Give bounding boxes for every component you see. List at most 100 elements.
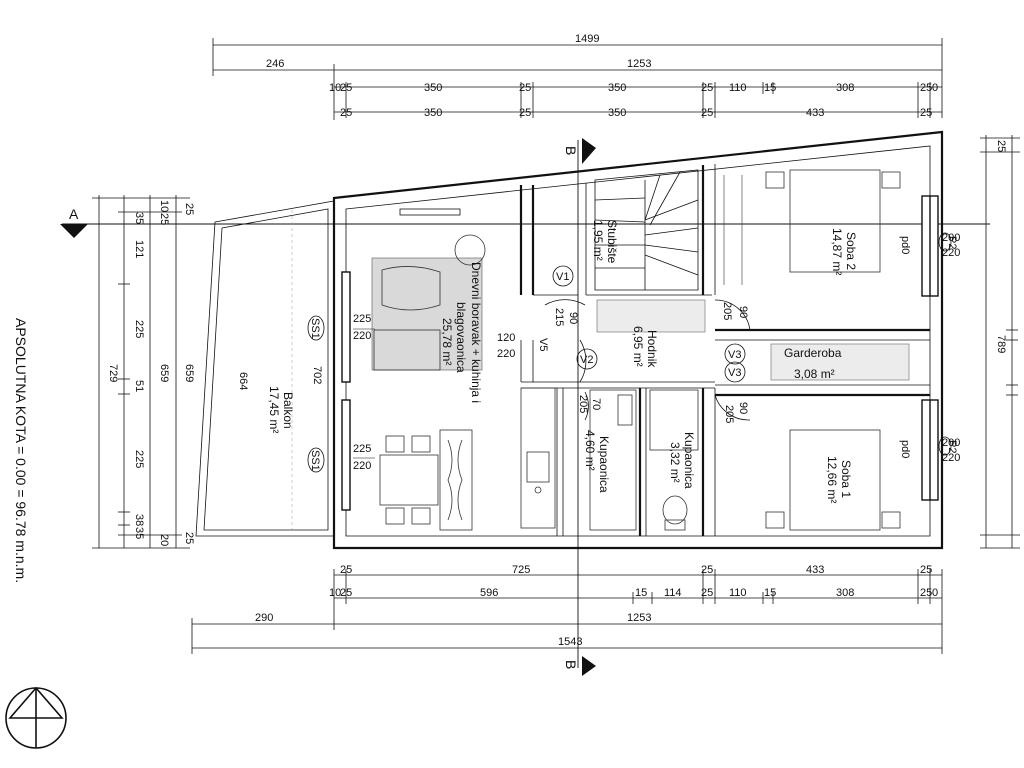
tag-200-b: 200 bbox=[942, 437, 960, 449]
dim-top-r3-2: 350 bbox=[424, 82, 442, 94]
dim-bot-r2-1: 25 bbox=[340, 587, 352, 599]
dim-bot-r1-3: 433 bbox=[806, 564, 824, 576]
room-soba1-area: 12,66 m² bbox=[825, 456, 839, 503]
dim-left-c1-1: 121 bbox=[133, 240, 145, 258]
dim-bot-r2-7: 15 bbox=[764, 587, 776, 599]
tag-v1: V1 bbox=[556, 271, 569, 283]
dim-right-c1-0: 25 bbox=[995, 140, 1007, 152]
dim-top-r3-4: 350 bbox=[608, 82, 626, 94]
dim-right-c1-1: 367 bbox=[1021, 230, 1024, 248]
dim-top-r4-1: 350 bbox=[424, 107, 442, 119]
tag-70: 70 bbox=[590, 398, 602, 410]
room-balkon-area: 17,45 m² bbox=[267, 386, 281, 433]
room-soba2-area: 14,87 m² bbox=[830, 228, 844, 275]
dim-top-r3-1: 25 bbox=[340, 82, 352, 94]
dim-left-c1-3: 51 bbox=[133, 380, 145, 392]
dim-bot-r3-0: 290 bbox=[255, 612, 273, 624]
dim-top-r3-9: 25 bbox=[920, 82, 932, 94]
dim-top-r4-2: 25 bbox=[519, 107, 531, 119]
dim-left-c1-4: 225 bbox=[133, 450, 145, 468]
room-soba1-name: Soba 1 bbox=[839, 460, 853, 498]
stairs bbox=[594, 169, 699, 291]
dim-top-r3-8: 308 bbox=[836, 82, 854, 94]
dim-bot-r2-10: 0 bbox=[932, 587, 938, 599]
tag-v3-b: V3 bbox=[728, 367, 741, 379]
windows bbox=[341, 195, 939, 511]
dim-bot-r2-9: 25 bbox=[920, 587, 932, 599]
tag-205-c: 205 bbox=[723, 405, 735, 423]
tag-v3-a: V3 bbox=[728, 349, 741, 361]
tag-v5: V5 bbox=[537, 338, 549, 351]
dim-bot-overall: 1543 bbox=[558, 636, 582, 648]
door-swings bbox=[544, 299, 751, 421]
bedroom-furniture bbox=[723, 169, 901, 531]
tag-225-a: 225 bbox=[353, 313, 371, 325]
room-dnevni-area: 25,78 m² bbox=[440, 318, 454, 365]
dim-left-c1-2: 225 bbox=[133, 320, 145, 338]
room-garderoba-area: 3,08 m² bbox=[794, 367, 835, 381]
dim-right-c1-3: 100 bbox=[1021, 350, 1024, 368]
dim-left-c1-0: 35 bbox=[133, 212, 145, 224]
dim-left-c2-0: 10 bbox=[158, 200, 170, 212]
elevation-caption: APSOLUTNA KOTA = 0.00 = 96.78 m.n.m. bbox=[13, 318, 29, 583]
tag-205-b: 205 bbox=[721, 302, 733, 320]
top-dimensions bbox=[212, 38, 943, 120]
room-soba2-name: Soba 2 bbox=[844, 232, 858, 270]
room-kupaonica-b-area: 3,32 m² bbox=[668, 442, 682, 483]
bathroom-fixtures bbox=[589, 389, 699, 531]
tag-p2-a: P2 bbox=[946, 236, 958, 249]
dim-right-c1-5: 292 bbox=[1021, 455, 1024, 473]
section-b-top-label: B bbox=[563, 146, 579, 155]
right-dimensions bbox=[980, 135, 1020, 549]
tag-90-a: 90 bbox=[567, 312, 579, 324]
section-a-arrow-icon bbox=[60, 224, 88, 238]
tag-90-c: 90 bbox=[737, 402, 749, 414]
dim-top-r3-0: 10 bbox=[329, 82, 341, 94]
dim-top-r2-b: 1253 bbox=[627, 58, 651, 70]
room-dnevni-line1: Dnevni boravak + kuhinja i bbox=[469, 262, 483, 403]
room-hodnik-area: 6,95 m² bbox=[631, 326, 645, 367]
dim-bot-r1-2: 25 bbox=[701, 564, 713, 576]
dim-bot-r2-2: 596 bbox=[480, 587, 498, 599]
section-b-top-arrow-icon bbox=[582, 138, 596, 164]
room-kupaonica-a-area: 4,60 m² bbox=[583, 430, 597, 471]
dim-top-r2-a: 246 bbox=[266, 58, 284, 70]
tag-200-a: 200 bbox=[942, 232, 960, 244]
dim-top-r3-10: 0 bbox=[932, 82, 938, 94]
dim-inner-702: 702 bbox=[311, 366, 323, 384]
dim-top-r3-6: 110 bbox=[729, 82, 747, 94]
hodnik-cabinets bbox=[596, 299, 910, 381]
dim-bot-r2-4: 114 bbox=[664, 587, 682, 599]
tag-220-a: 220 bbox=[353, 330, 371, 342]
dim-bot-r1-4: 25 bbox=[920, 564, 932, 576]
dim-bot-r2-0: 10 bbox=[329, 587, 341, 599]
dim-right-c2-0: 789 bbox=[995, 335, 1007, 353]
dim-top-r4-3: 350 bbox=[608, 107, 626, 119]
tag-225-b: 225 bbox=[353, 443, 371, 455]
section-b-bottom-arrow-icon bbox=[582, 656, 596, 676]
tag-pd-b: pd0 bbox=[899, 440, 911, 458]
room-garderoba-name: Garderoba bbox=[784, 346, 842, 360]
north-arrow-icon bbox=[5, 686, 67, 749]
tag-120: 120 bbox=[497, 332, 515, 344]
living-furniture bbox=[371, 234, 486, 531]
dim-top-r4-5: 433 bbox=[806, 107, 824, 119]
dim-left-c3-2: 25 bbox=[183, 532, 195, 544]
dim-inner-664: 664 bbox=[237, 372, 249, 390]
room-dnevni-line2: blagovaonica bbox=[454, 302, 468, 373]
dim-left-c3-1: 659 bbox=[158, 364, 170, 382]
tag-205-a: 205 bbox=[577, 395, 589, 413]
dim-bot-r1-1: 725 bbox=[512, 564, 530, 576]
room-kupaonica-a-name: Kupaonica bbox=[597, 436, 611, 493]
tag-p2-b: P2 bbox=[946, 440, 958, 453]
dim-bot-r1-0: 25 bbox=[340, 564, 352, 576]
dim-top-r3-5: 25 bbox=[701, 82, 713, 94]
dim-bot-r2-3: 15 bbox=[635, 587, 647, 599]
tag-pd-a: pd0 bbox=[899, 236, 911, 254]
dim-top-overall: 1499 bbox=[575, 33, 599, 45]
dim-bot-r2-8: 308 bbox=[836, 587, 854, 599]
dim-top-r3-7: 15 bbox=[764, 82, 776, 94]
dim-right-c1-2: 15 bbox=[1021, 330, 1024, 342]
tag-220-d: 220 bbox=[942, 247, 960, 259]
